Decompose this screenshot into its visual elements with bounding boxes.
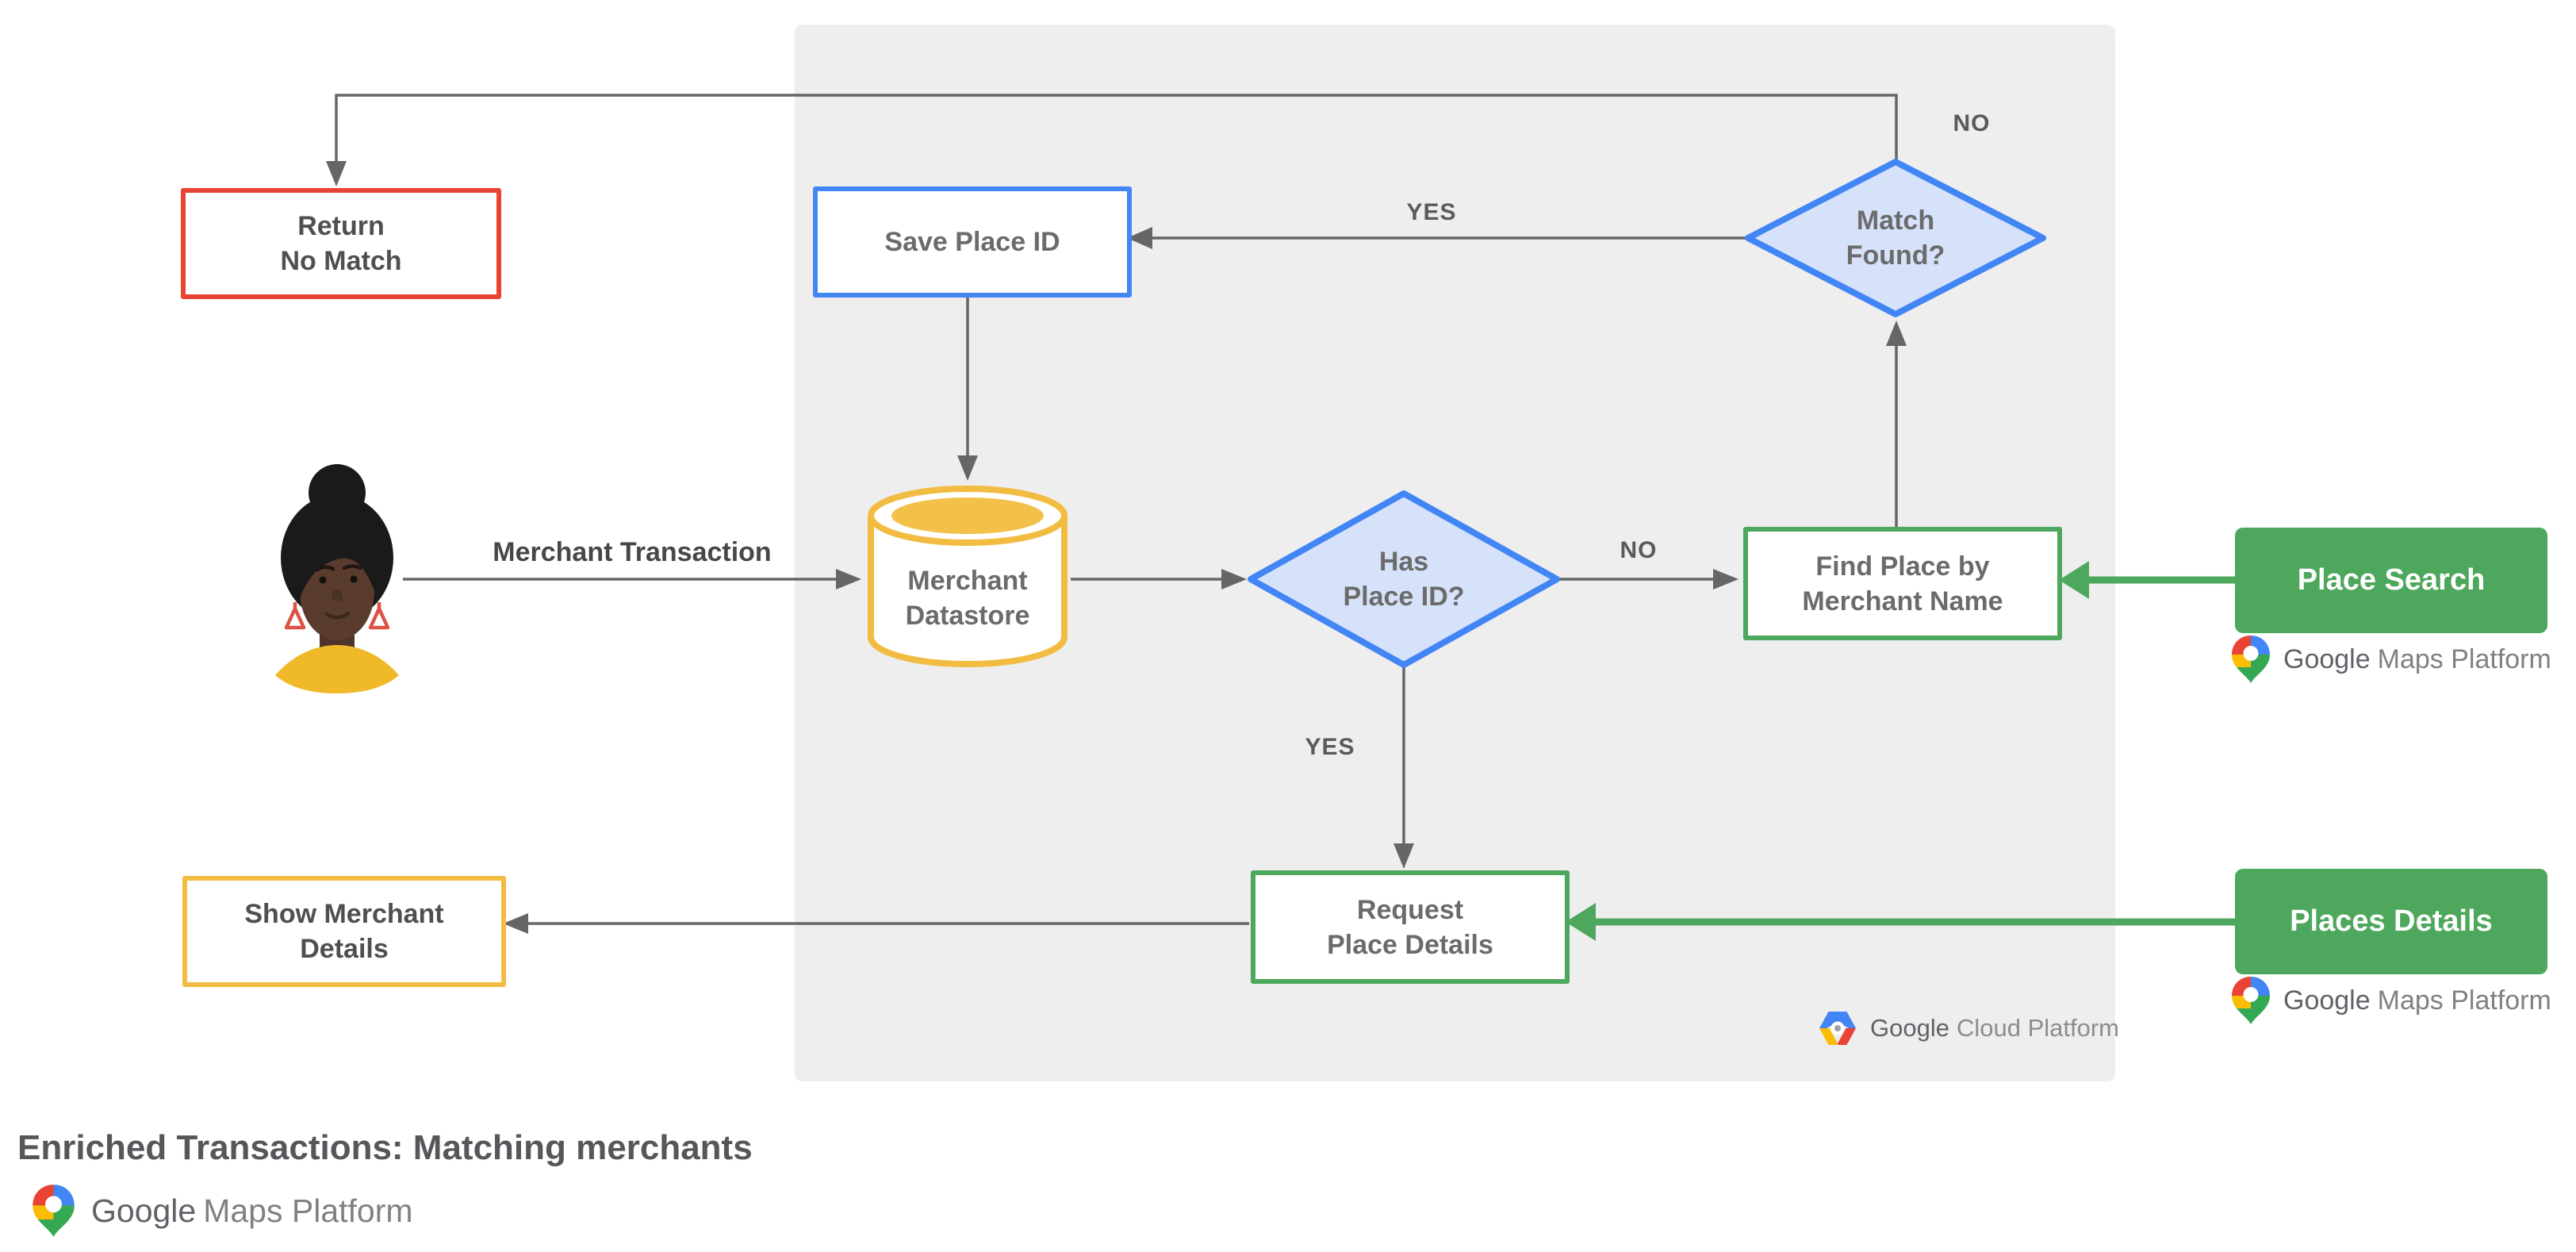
gmp-rest-text: Maps Platform [2377,643,2551,674]
show-merchant-details-label: Show Merchant Details [244,897,443,966]
match-found-label: Match Found? [1741,155,2050,321]
avatar-mouth [324,611,351,620]
show-line1: Show Merchant [244,899,444,929]
avatar-earring-right [368,602,390,630]
has-place-id-shape [1248,490,1560,668]
gcp-google-text: Google [1870,1014,1949,1042]
return-line1: Return [297,211,385,241]
find-place-box: Find Place by Merchant Name [1743,527,2062,640]
maps-pin-icon [2231,976,2271,1025]
page-title: Enriched Transactions: Matching merchant… [17,1128,753,1167]
user-avatar [274,463,401,698]
no-label-mid: NO [1620,537,1658,563]
match-found-line1: Match [1856,205,1935,236]
match-found-diamond: Match Found? [1741,155,2050,321]
merchant-transaction-label: Merchant Transaction [493,537,772,567]
merchant-datastore-cylinder: Merchant Datastore [866,484,1069,674]
places-details-box: Places Details [2235,869,2547,974]
find-place-line2: Merchant Name [1802,586,2003,616]
gcp-hexagon-icon [1818,1011,1857,1046]
gmp-google-text: Google [91,1192,197,1229]
avatar-bangs [300,536,374,599]
no-label-top: NO [1953,110,1991,136]
avatar-earring-left [284,602,306,630]
avatar-shirt [275,645,399,693]
gmp-google-text: Google [2283,643,2371,674]
datastore-line2: Datastore [905,601,1030,631]
request-line2: Place Details [1327,929,1493,960]
request-line1: Request [1356,894,1464,925]
save-place-id-label: Save Place ID [884,227,1060,257]
maps-pin-icon [32,1184,75,1238]
gmp-google-text: Google [2283,985,2371,1016]
datastore-line1: Merchant [907,566,1028,596]
cylinder-body [868,516,1068,667]
has-place-id-line2: Place ID? [1343,582,1465,612]
avatar-nose [331,590,343,601]
request-place-details-box: Request Place Details [1251,870,1570,984]
has-place-id-label: Has Place ID? [1245,488,1562,670]
has-place-id-diamond: Has Place ID? [1245,488,1562,670]
avatar-eye-left [319,576,327,584]
yes-label-mid: YES [1305,734,1355,760]
avatar-eyebrows [315,564,362,572]
gcp-rest-text: Cloud Platform [1956,1014,2119,1042]
place-search-box: Place Search [2235,528,2547,633]
yes-label-top: YES [1406,199,1457,225]
place-search-label: Place Search [2297,563,2486,597]
avatar-eye-right [350,575,358,583]
return-no-match-box: Return No Match [181,188,501,299]
places-details-label: Places Details [2290,904,2493,938]
save-place-id-box: Save Place ID [813,186,1132,298]
match-found-line2: Found? [1846,240,1945,271]
match-found-shape [1745,159,2046,317]
show-line2: Details [300,934,389,964]
find-place-label: Find Place by Merchant Name [1802,549,2003,619]
gmp-rest-text: Maps Platform [2377,985,2551,1016]
cylinder-top-inner [891,497,1044,534]
maps-pin-icon [2231,635,2271,684]
has-place-id-line1: Has [1378,547,1429,577]
find-place-line1: Find Place by [1815,551,1990,582]
merchant-datastore-label: Merchant Datastore [866,563,1069,633]
return-no-match-label: Return No Match [281,209,402,278]
gmp-rest-text: Maps Platform [203,1192,413,1229]
return-line2: No Match [280,246,402,276]
show-merchant-details-box: Show Merchant Details [182,876,506,987]
request-place-details-label: Request Place Details [1327,893,1493,962]
